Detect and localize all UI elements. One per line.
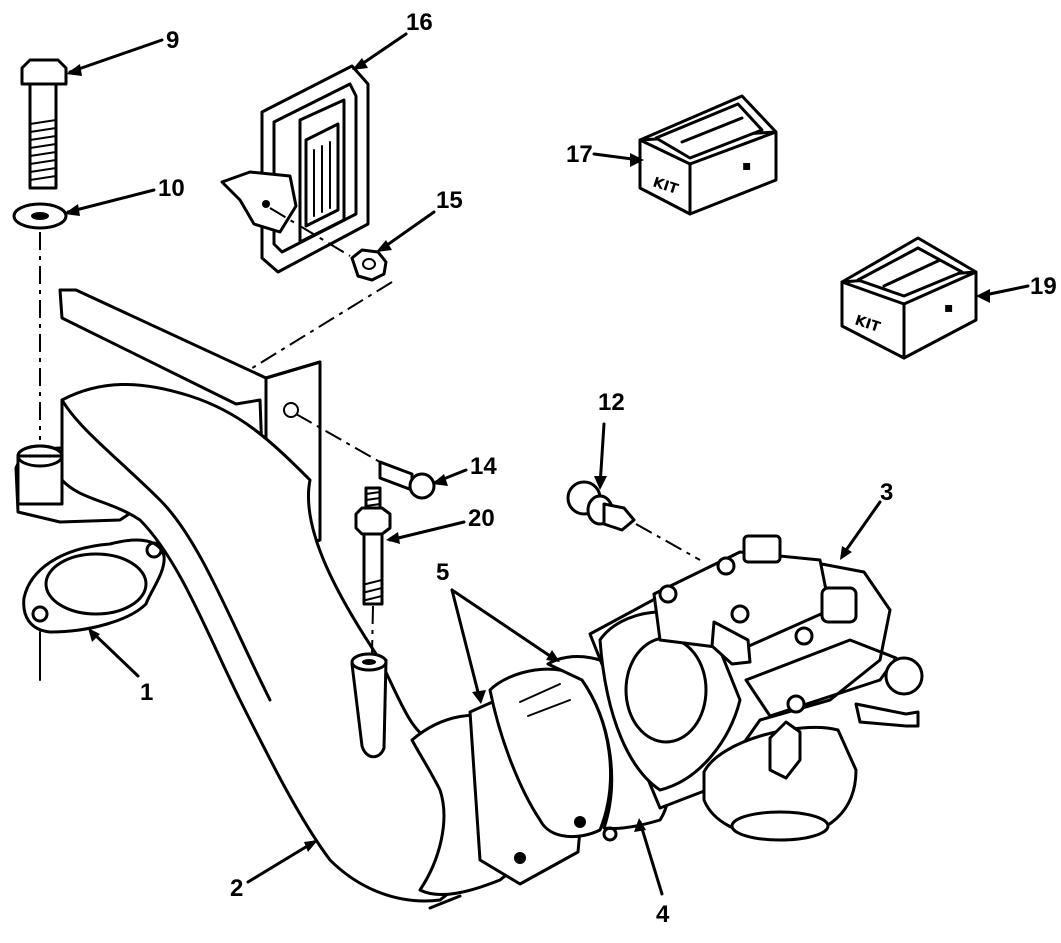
gasket-part-1 [22, 538, 166, 681]
callout-12: 12 [598, 389, 625, 416]
callout-4: 4 [656, 901, 670, 928]
callout-14: 14 [470, 453, 497, 480]
reed-plate-part-16 [220, 64, 370, 274]
nut-part-15 [350, 248, 388, 282]
screw-part-14 [378, 460, 436, 500]
washer-part-10 [12, 202, 68, 230]
callout-19: 19 [1030, 273, 1057, 300]
callout-3: 3 [880, 479, 893, 506]
kit-17-label: KIT [651, 175, 681, 198]
kit-box-part-19: KIT ▪ [840, 236, 978, 360]
alignment-line-16-15 [269, 207, 351, 257]
callout-20: 20 [468, 505, 495, 532]
callout-16: 16 [406, 9, 433, 36]
alignment-line-20 [371, 605, 374, 655]
kit-19-logo: ▪ [944, 300, 954, 316]
callout-5: 5 [436, 559, 449, 586]
screw-part-12 [566, 480, 636, 532]
carburetor-part-3 [588, 534, 924, 842]
callout-10: 10 [158, 175, 185, 202]
callout-1: 1 [140, 679, 153, 706]
stud-part-20 [354, 486, 392, 606]
callout-9: 9 [166, 27, 179, 54]
alignment-line-12 [635, 523, 701, 561]
alignment-line-15-bracket [235, 281, 393, 379]
kit-19-label: KIT [853, 313, 883, 336]
bolt-part-9 [20, 58, 68, 190]
callout-2: 2 [230, 875, 243, 902]
kit-17-logo: ▪ [742, 158, 752, 174]
callout-15: 15 [436, 187, 463, 214]
leader-lines [64, 32, 1030, 896]
alignment-line-14 [295, 413, 381, 463]
callout-17: 17 [566, 141, 593, 168]
kit-box-part-17: KIT ▪ [638, 94, 778, 216]
